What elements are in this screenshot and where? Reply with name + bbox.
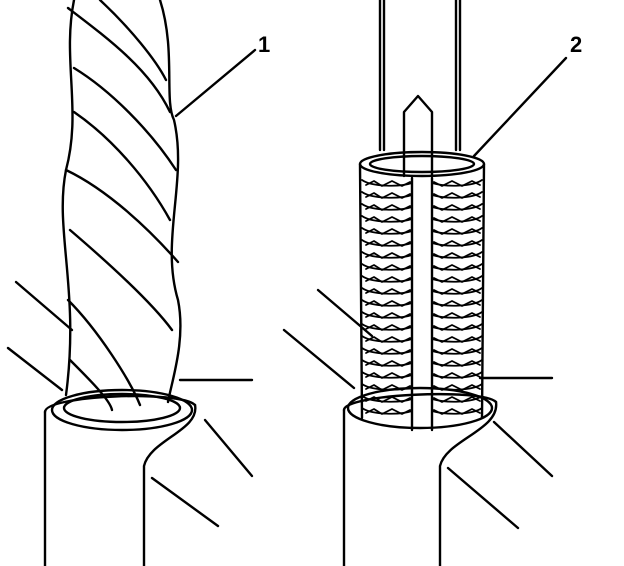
thread-coil-left [361, 239, 413, 247]
thread-coil-left [361, 203, 413, 211]
thread-coil-left [361, 359, 413, 367]
thread-tooth-left [365, 336, 411, 343]
thread-tooth-left [365, 360, 411, 367]
thread-tooth-right [433, 396, 481, 403]
thread-tooth-left [365, 216, 411, 223]
callout-label-1: 1 [258, 32, 270, 57]
thread-tooth-right [433, 276, 481, 283]
thread-tooth-left [365, 264, 411, 271]
thread-coil-left [361, 395, 413, 403]
threaded-insert-assembly [282, 0, 568, 566]
thread-tooth-left [365, 372, 411, 379]
workpiece-surface-lines [6, 280, 254, 528]
thread-tooth-right [433, 192, 481, 199]
thread-tooth-left [365, 192, 411, 199]
thread-coil-left [361, 191, 413, 199]
thread-tooth-left [365, 180, 411, 187]
thread-coil-left [361, 263, 413, 271]
thread-coil-left [361, 179, 413, 187]
thread-coil-left [361, 311, 413, 319]
thread-tooth-right [433, 264, 481, 271]
insert-surface-lines [282, 288, 554, 530]
thread-coil-left [361, 299, 413, 307]
thread-tooth-left [365, 252, 411, 259]
thread-coil-left [361, 275, 413, 283]
thread-tooth-right [433, 300, 481, 307]
thread-tooth-left [365, 312, 411, 319]
thread-tooth-left [365, 348, 411, 355]
thread-coil-left [361, 215, 413, 223]
thread-tooth-left [365, 408, 411, 415]
thread-tooth-left [365, 228, 411, 235]
drill-bit [61, 0, 182, 412]
thread-tooth-right [433, 372, 481, 379]
thread-tooth-left [365, 204, 411, 211]
thread-tooth-right [433, 360, 481, 367]
installation-tool [378, 0, 462, 178]
thread-coil-left [361, 227, 413, 235]
thread-tooth-right [433, 324, 481, 331]
thread-tooth-right [433, 348, 481, 355]
thread-tooth-left [365, 324, 411, 331]
thread-coil-left [361, 251, 413, 259]
thread-tooth-right [433, 216, 481, 223]
callout-1-leader [174, 48, 257, 118]
thread-tooth-right [433, 180, 481, 187]
thread-tooth-left [365, 384, 411, 391]
thread-tooth-left [365, 396, 411, 403]
thread-tooth-right [433, 312, 481, 319]
thread-tooth-right [433, 228, 481, 235]
thread-coil-left [361, 383, 413, 391]
thread-tooth-left [365, 240, 411, 247]
thread-tooth-right [433, 204, 481, 211]
thread-coil-left [361, 287, 413, 295]
thread-coil-left [361, 347, 413, 355]
workpiece-cylinder [43, 388, 197, 566]
thread-coil-left [361, 335, 413, 343]
thread-coil-left [361, 407, 413, 415]
thread-tooth-right [433, 240, 481, 247]
thread-tooth-right [433, 336, 481, 343]
thread-tooth-right [433, 288, 481, 295]
thread-tooth-right [433, 252, 481, 259]
thread-tooth-left [365, 276, 411, 283]
insert-thread-coils [361, 179, 483, 415]
thread-tooth-left [365, 288, 411, 295]
thread-tooth-right [433, 384, 481, 391]
threaded-insert-coil [358, 150, 486, 432]
thread-tooth-left [365, 300, 411, 307]
callout-2-leader [472, 56, 568, 158]
callout-label-2: 2 [570, 32, 582, 57]
thread-coil-left [361, 323, 413, 331]
thread-coil-left [361, 371, 413, 379]
insert-workpiece-cylinder [342, 386, 498, 566]
drill-bit-assembly [6, 0, 257, 566]
thread-tooth-right [433, 408, 481, 415]
